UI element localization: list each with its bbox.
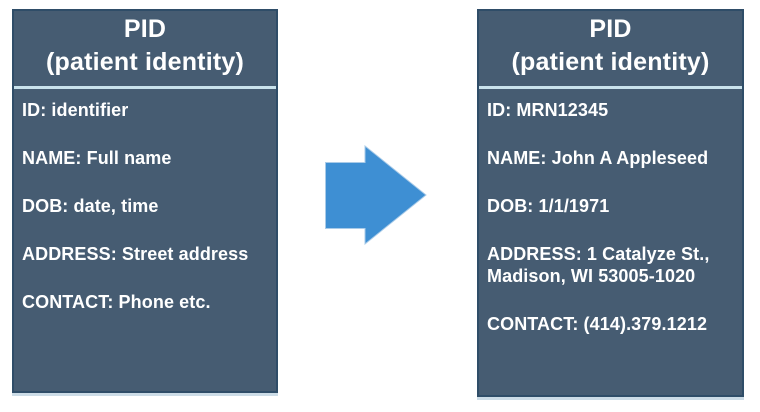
field-address: ADDRESS: Street address [22,244,249,264]
pid-example-fields: ID: MRN12345 NAME: John A Appleseed DOB:… [479,89,742,335]
field-name: NAME: John A Appleseed [487,148,709,168]
field-id: ID: identifier [22,100,129,120]
card-title: PID [589,15,632,43]
field-dob: DOB: 1/1/1971 [487,196,610,216]
field-address: ADDRESS: 1 Catalyze St., Madison, WI 530… [487,244,710,286]
field-name: NAME: Full name [22,148,172,168]
pid-schema-card-header: PID (patient identity) [14,11,276,89]
card-title: PID [123,15,167,43]
pid-schema-card: PID (patient identity) ID: identifier NA… [12,9,278,393]
field-id: ID: MRN12345 [487,100,609,120]
field-contact: CONTACT: (414).379.1212 [487,314,708,334]
pid-schema-fields: ID: identifier NAME: Full name DOB: date… [14,89,276,313]
pid-example-card: PID (patient identity) ID: MRN12345 NAME… [477,9,744,397]
card-subtitle: (patient identity) [45,48,245,76]
field-dob: DOB: date, time [22,196,159,216]
field-contact: CONTACT: Phone etc. [22,292,211,312]
pid-example-card-header: PID (patient identity) [479,11,742,89]
card-subtitle: (patient identity) [511,48,710,76]
right-arrow-icon [325,145,427,245]
